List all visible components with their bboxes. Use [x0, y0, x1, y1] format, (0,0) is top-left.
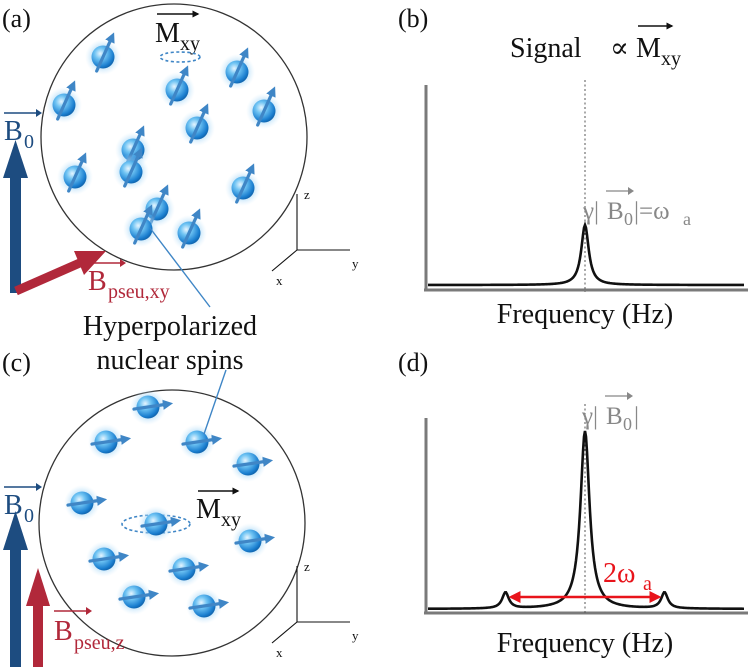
axes-triad-c — [271, 566, 350, 644]
chart-d-peak-label: γ| B 0 | — [581, 392, 639, 434]
callout-line-a — [149, 227, 211, 308]
svg-text:pseu,xy: pseu,xy — [108, 281, 170, 303]
svg-text:Signal: Signal — [510, 33, 582, 64]
svg-text:γ|: γ| — [581, 403, 598, 430]
svg-text:M: M — [196, 494, 221, 525]
spin — [232, 523, 276, 559]
panel-d: (d) γ| B 0 | 2ω a Frequency (Hz) — [398, 348, 748, 659]
spin — [130, 389, 174, 425]
svg-text:0: 0 — [24, 131, 34, 153]
svg-text:∝: ∝ — [610, 33, 629, 64]
svg-text:|: | — [634, 403, 639, 430]
svg-text:M: M — [155, 18, 180, 49]
bpseu-xy-label: B pseu,xy — [88, 259, 170, 303]
spin — [46, 80, 82, 123]
spin — [64, 485, 108, 521]
svg-text:B: B — [4, 116, 23, 147]
svg-text:B: B — [4, 490, 23, 521]
spin-group-c — [64, 389, 276, 624]
panel-a-tag: (a) — [2, 4, 31, 33]
spin — [219, 47, 255, 90]
sample-sphere-a — [40, 3, 308, 271]
panel-a: (a) M xy z y x B 0 — [2, 3, 359, 308]
svg-text:xy: xy — [180, 33, 200, 55]
svg-text:2ω: 2ω — [603, 558, 635, 589]
chart-b-xlabel: Frequency (Hz) — [497, 299, 673, 330]
callout-line1: Hyperpolarized — [83, 311, 257, 342]
split-label: 2ω a — [603, 558, 652, 595]
axis-y-a: y — [352, 256, 359, 271]
panel-b: (b) Signal ∝ M xy γ| B 0 |=ω a Frequency… — [398, 4, 748, 330]
chart-d-series — [428, 430, 744, 611]
callout-line2: nuclear spins — [97, 345, 244, 376]
b0-arrow-a — [3, 140, 28, 293]
spin — [159, 65, 195, 108]
sample-sphere-c — [38, 389, 306, 657]
spin-group-a — [46, 32, 282, 251]
spin — [123, 204, 159, 247]
axis-z-a: z — [304, 187, 310, 202]
bpseu-z-label: B pseu,z — [54, 607, 125, 654]
svg-text:0: 0 — [24, 505, 34, 527]
axis-x-a: x — [276, 273, 283, 288]
chart-b-series — [428, 221, 744, 287]
callout-line-c — [203, 369, 227, 435]
svg-text:B: B — [54, 616, 73, 647]
spin — [186, 588, 230, 624]
mxy-label-a: M xy — [155, 10, 200, 55]
panel-b-tag: (b) — [398, 4, 428, 33]
spin — [166, 551, 210, 587]
precession-ellipse-c — [121, 514, 191, 534]
mxy-label-c: M xy — [196, 487, 241, 531]
panel-c: (c) M xy z y x B 0 — [2, 348, 359, 667]
b0-label-a: B 0 — [4, 109, 42, 153]
svg-text:xy: xy — [661, 48, 681, 70]
spin — [85, 32, 121, 75]
svg-text:B: B — [607, 198, 624, 225]
b0-arrow-c — [3, 511, 28, 667]
svg-text:a: a — [683, 209, 691, 229]
svg-text:B: B — [606, 403, 623, 430]
spin — [116, 579, 160, 615]
spin — [225, 163, 261, 206]
axis-z-c: z — [304, 559, 310, 574]
spin — [246, 86, 282, 129]
spin — [230, 446, 274, 482]
svg-text:M: M — [636, 33, 661, 64]
svg-text:B: B — [88, 266, 107, 297]
chart-b-peak-label: γ| B 0 |=ω a — [582, 187, 691, 229]
spin — [179, 424, 223, 460]
svg-text:γ|: γ| — [582, 198, 599, 225]
panel-c-tag: (c) — [2, 348, 31, 377]
spin — [179, 103, 215, 146]
spin — [57, 152, 93, 195]
precession-ellipse-a — [159, 51, 201, 63]
svg-text:xy: xy — [221, 509, 241, 531]
axis-x-c: x — [276, 645, 283, 660]
spin — [171, 208, 207, 251]
svg-text:|=ω: |=ω — [634, 198, 670, 225]
panel-d-tag: (d) — [398, 348, 428, 377]
spin — [138, 506, 182, 542]
svg-text:0: 0 — [624, 209, 633, 229]
b0-label-c: B 0 — [4, 483, 42, 527]
svg-text:0: 0 — [623, 414, 632, 434]
spin — [86, 541, 130, 577]
svg-text:pseu,z: pseu,z — [74, 632, 125, 654]
bpseu-z-arrow — [26, 568, 50, 667]
spin — [88, 424, 132, 460]
axes-triad-a — [271, 194, 350, 272]
spin — [113, 147, 149, 190]
axis-y-c: y — [352, 628, 359, 643]
panel-b-title: Signal ∝ M xy — [510, 22, 681, 70]
chart-d-xlabel: Frequency (Hz) — [497, 628, 673, 659]
svg-text:a: a — [643, 573, 652, 595]
